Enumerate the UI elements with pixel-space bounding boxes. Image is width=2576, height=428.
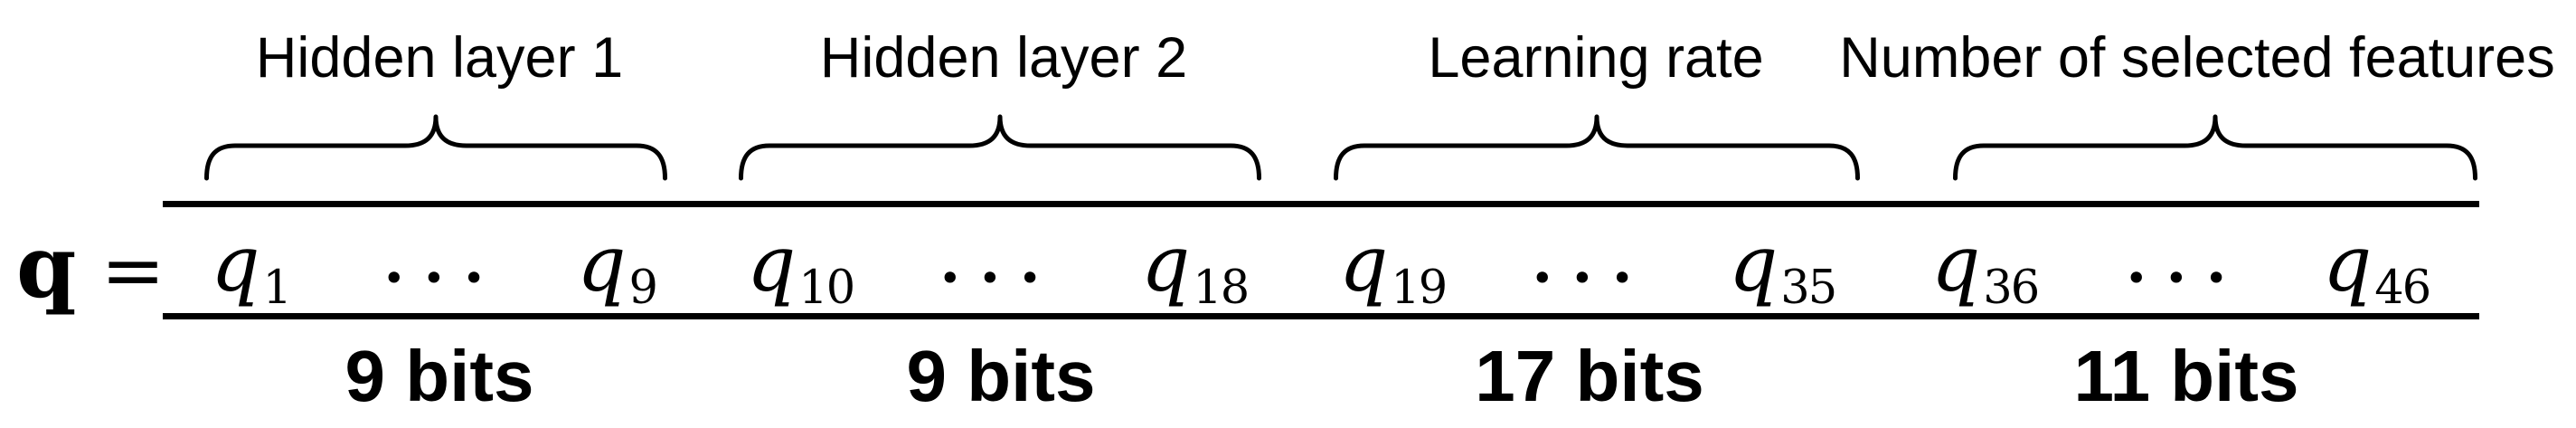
bits-count-selected-features: 11 bits [2073,336,2299,416]
vector-symbol: q [16,217,77,318]
overbrace-selected-features [1953,114,2477,181]
cell-q9: q9 [577,220,658,316]
cell-q19: q19 [1338,220,1448,316]
segment-label-hidden-layer-1: Hidden layer 1 [255,26,624,90]
bits-count-hidden-layer-2: 9 bits [906,336,1096,416]
ellipsis: ··· [380,228,501,328]
segment-label-learning-rate: Learning rate [1428,26,1764,90]
bits-count-hidden-layer-1: 9 bits [344,336,534,416]
bits-count-learning-rate: 17 bits [1475,336,1704,416]
equals-sign: = [100,226,165,316]
row-bottom-line [163,313,2479,319]
overbrace-hidden-layer-1 [204,114,667,181]
segment-label-hidden-layer-2: Hidden layer 2 [819,26,1188,90]
cell-q46: q46 [2322,220,2431,316]
overbrace-hidden-layer-2 [739,114,1261,181]
ellipsis: ··· [1528,228,1649,328]
cell-q35: q35 [1728,220,1837,316]
cell-q36: q36 [1930,220,2040,316]
ellipsis: ··· [2122,228,2243,328]
segment-label-selected-features: Number of selected features [1839,26,2555,90]
formula-lhs: q= [16,224,165,310]
cell-q10: q10 [746,220,855,316]
cell-q18: q18 [1140,220,1250,316]
row-top-line [163,201,2479,207]
cell-q1: q1 [211,220,292,316]
ellipsis: ··· [936,228,1057,328]
overbrace-learning-rate [1334,114,1860,181]
